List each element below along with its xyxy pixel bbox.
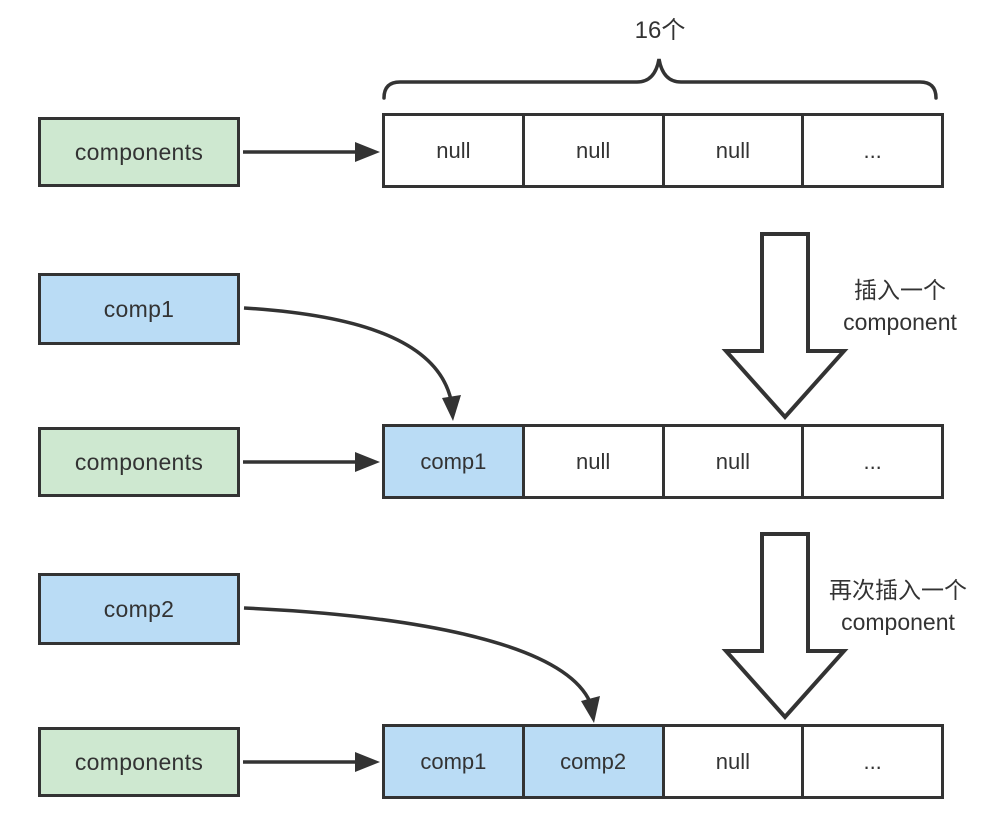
step-label-2-line2: component [841,609,955,635]
array1-cell-0: null [385,116,525,185]
step-label-2-line1: 再次插入一个 [829,577,967,603]
array3-cell-0: comp1 [385,727,525,796]
array-capacity-label: 16个 [634,17,686,44]
capacity-brace [382,58,938,100]
step-label-1-line2: component [843,309,957,335]
components-box-2: components [38,427,240,497]
array-row-3: comp1 comp2 null ... [382,724,944,799]
array1-cell-3: ... [804,116,941,185]
comp2-box: comp2 [38,573,240,645]
array1-cell-1: null [524,116,665,185]
array-row-1: null null null ... [382,113,944,188]
array2-cell-1: null [524,427,665,496]
components-box-3: components [38,727,240,797]
step-label-1: 插入一个 component [800,274,998,338]
arrow-components1-to-array1 [243,142,380,162]
array2-cell-0: comp1 [385,427,525,496]
array1-cell-2: null [664,116,805,185]
arrow-components3-to-array3 [243,752,380,772]
array2-cell-3: ... [804,427,941,496]
curved-arrow-comp2-to-slot1 [243,606,600,723]
comp1-box: comp1 [38,273,240,345]
array-row-2: comp1 null null ... [382,424,944,499]
array3-cell-3: ... [804,727,941,796]
step-label-2: 再次插入一个 component [798,574,998,638]
arrow-components2-to-array2 [243,452,380,472]
array3-cell-2: null [664,727,805,796]
array2-cell-2: null [664,427,805,496]
curved-arrow-comp1-to-slot0 [243,306,461,421]
step-label-1-line1: 插入一个 [854,277,946,303]
array3-cell-1: comp2 [524,727,665,796]
components-box-1: components [38,117,240,187]
